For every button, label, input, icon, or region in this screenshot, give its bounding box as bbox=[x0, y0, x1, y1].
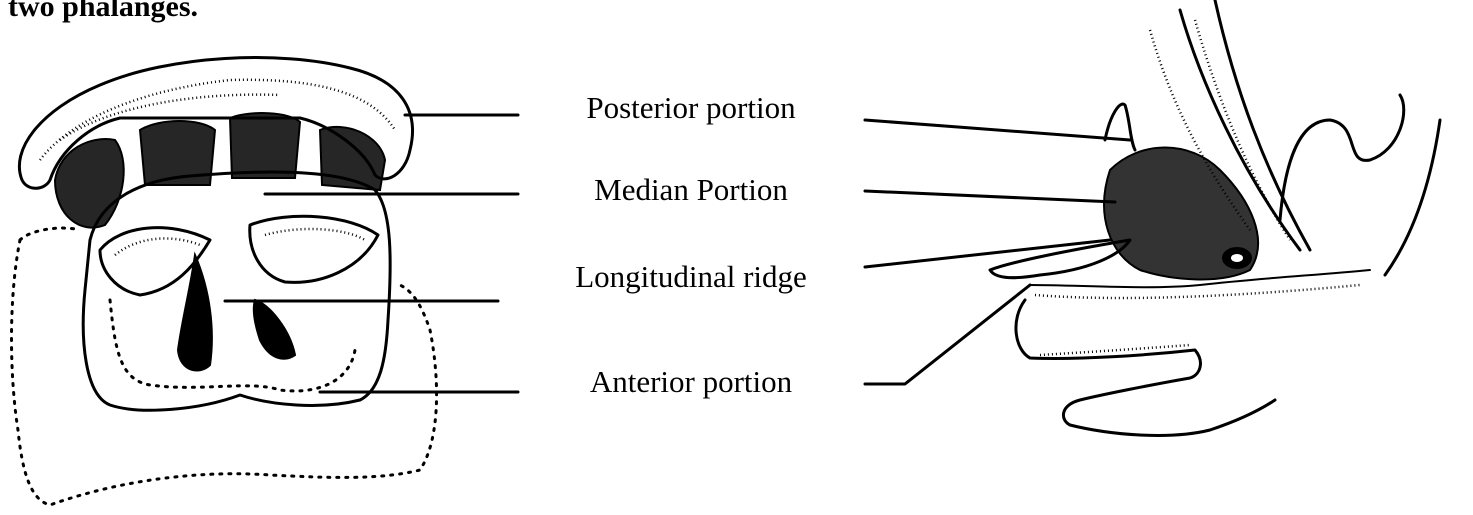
frog-right-arm bbox=[252, 298, 297, 360]
bulb-1 bbox=[53, 138, 125, 229]
right-side-illustration bbox=[988, 0, 1442, 437]
side-bulb-outline bbox=[1278, 93, 1406, 222]
left-outer-skin-outline-2 bbox=[18, 226, 82, 242]
anterior-leader-right bbox=[863, 283, 1032, 386]
claw-dark-mass bbox=[1103, 146, 1259, 281]
heading-fragment: two phalanges. bbox=[8, 0, 199, 23]
label-median-portion: Median Portion bbox=[594, 172, 788, 207]
sole-upper-edge bbox=[1029, 269, 1371, 289]
label-anterior-portion: Anterior portion bbox=[589, 364, 793, 399]
longitudinal-leader-right bbox=[863, 238, 1112, 269]
right-bar-hatch bbox=[264, 227, 366, 242]
left-outer-skin-outline bbox=[10, 238, 439, 507]
left-bar-hatch bbox=[114, 237, 201, 256]
bulb-4 bbox=[318, 125, 387, 192]
frog-left-arm bbox=[176, 251, 213, 372]
posterior-band-outline bbox=[17, 56, 414, 190]
sole-curl bbox=[1014, 298, 1277, 437]
posterior-band-stipple bbox=[39, 78, 397, 161]
left-sole-illustration bbox=[10, 56, 439, 507]
median-leader-right bbox=[863, 189, 1117, 204]
posterior-spur bbox=[1103, 102, 1137, 152]
bulb-3 bbox=[228, 112, 302, 179]
median-inner-dots bbox=[108, 298, 357, 393]
left-bar bbox=[98, 226, 212, 297]
limb-line-2 bbox=[1213, 0, 1312, 252]
bulb-2 bbox=[138, 120, 217, 186]
right-bar bbox=[248, 214, 380, 284]
label-posterior-portion: Posterior portion bbox=[586, 90, 796, 125]
longitudinal-ridge-shape bbox=[988, 238, 1132, 280]
posterior-leader-right bbox=[863, 118, 1132, 142]
cleft-eye-highlight bbox=[1231, 254, 1243, 262]
label-longitudinal-ridge: Longitudinal ridge bbox=[575, 259, 807, 294]
side-heel-outline bbox=[1383, 118, 1442, 277]
limb-hatch-2 bbox=[1193, 19, 1292, 241]
median-wall-outline bbox=[81, 170, 392, 412]
